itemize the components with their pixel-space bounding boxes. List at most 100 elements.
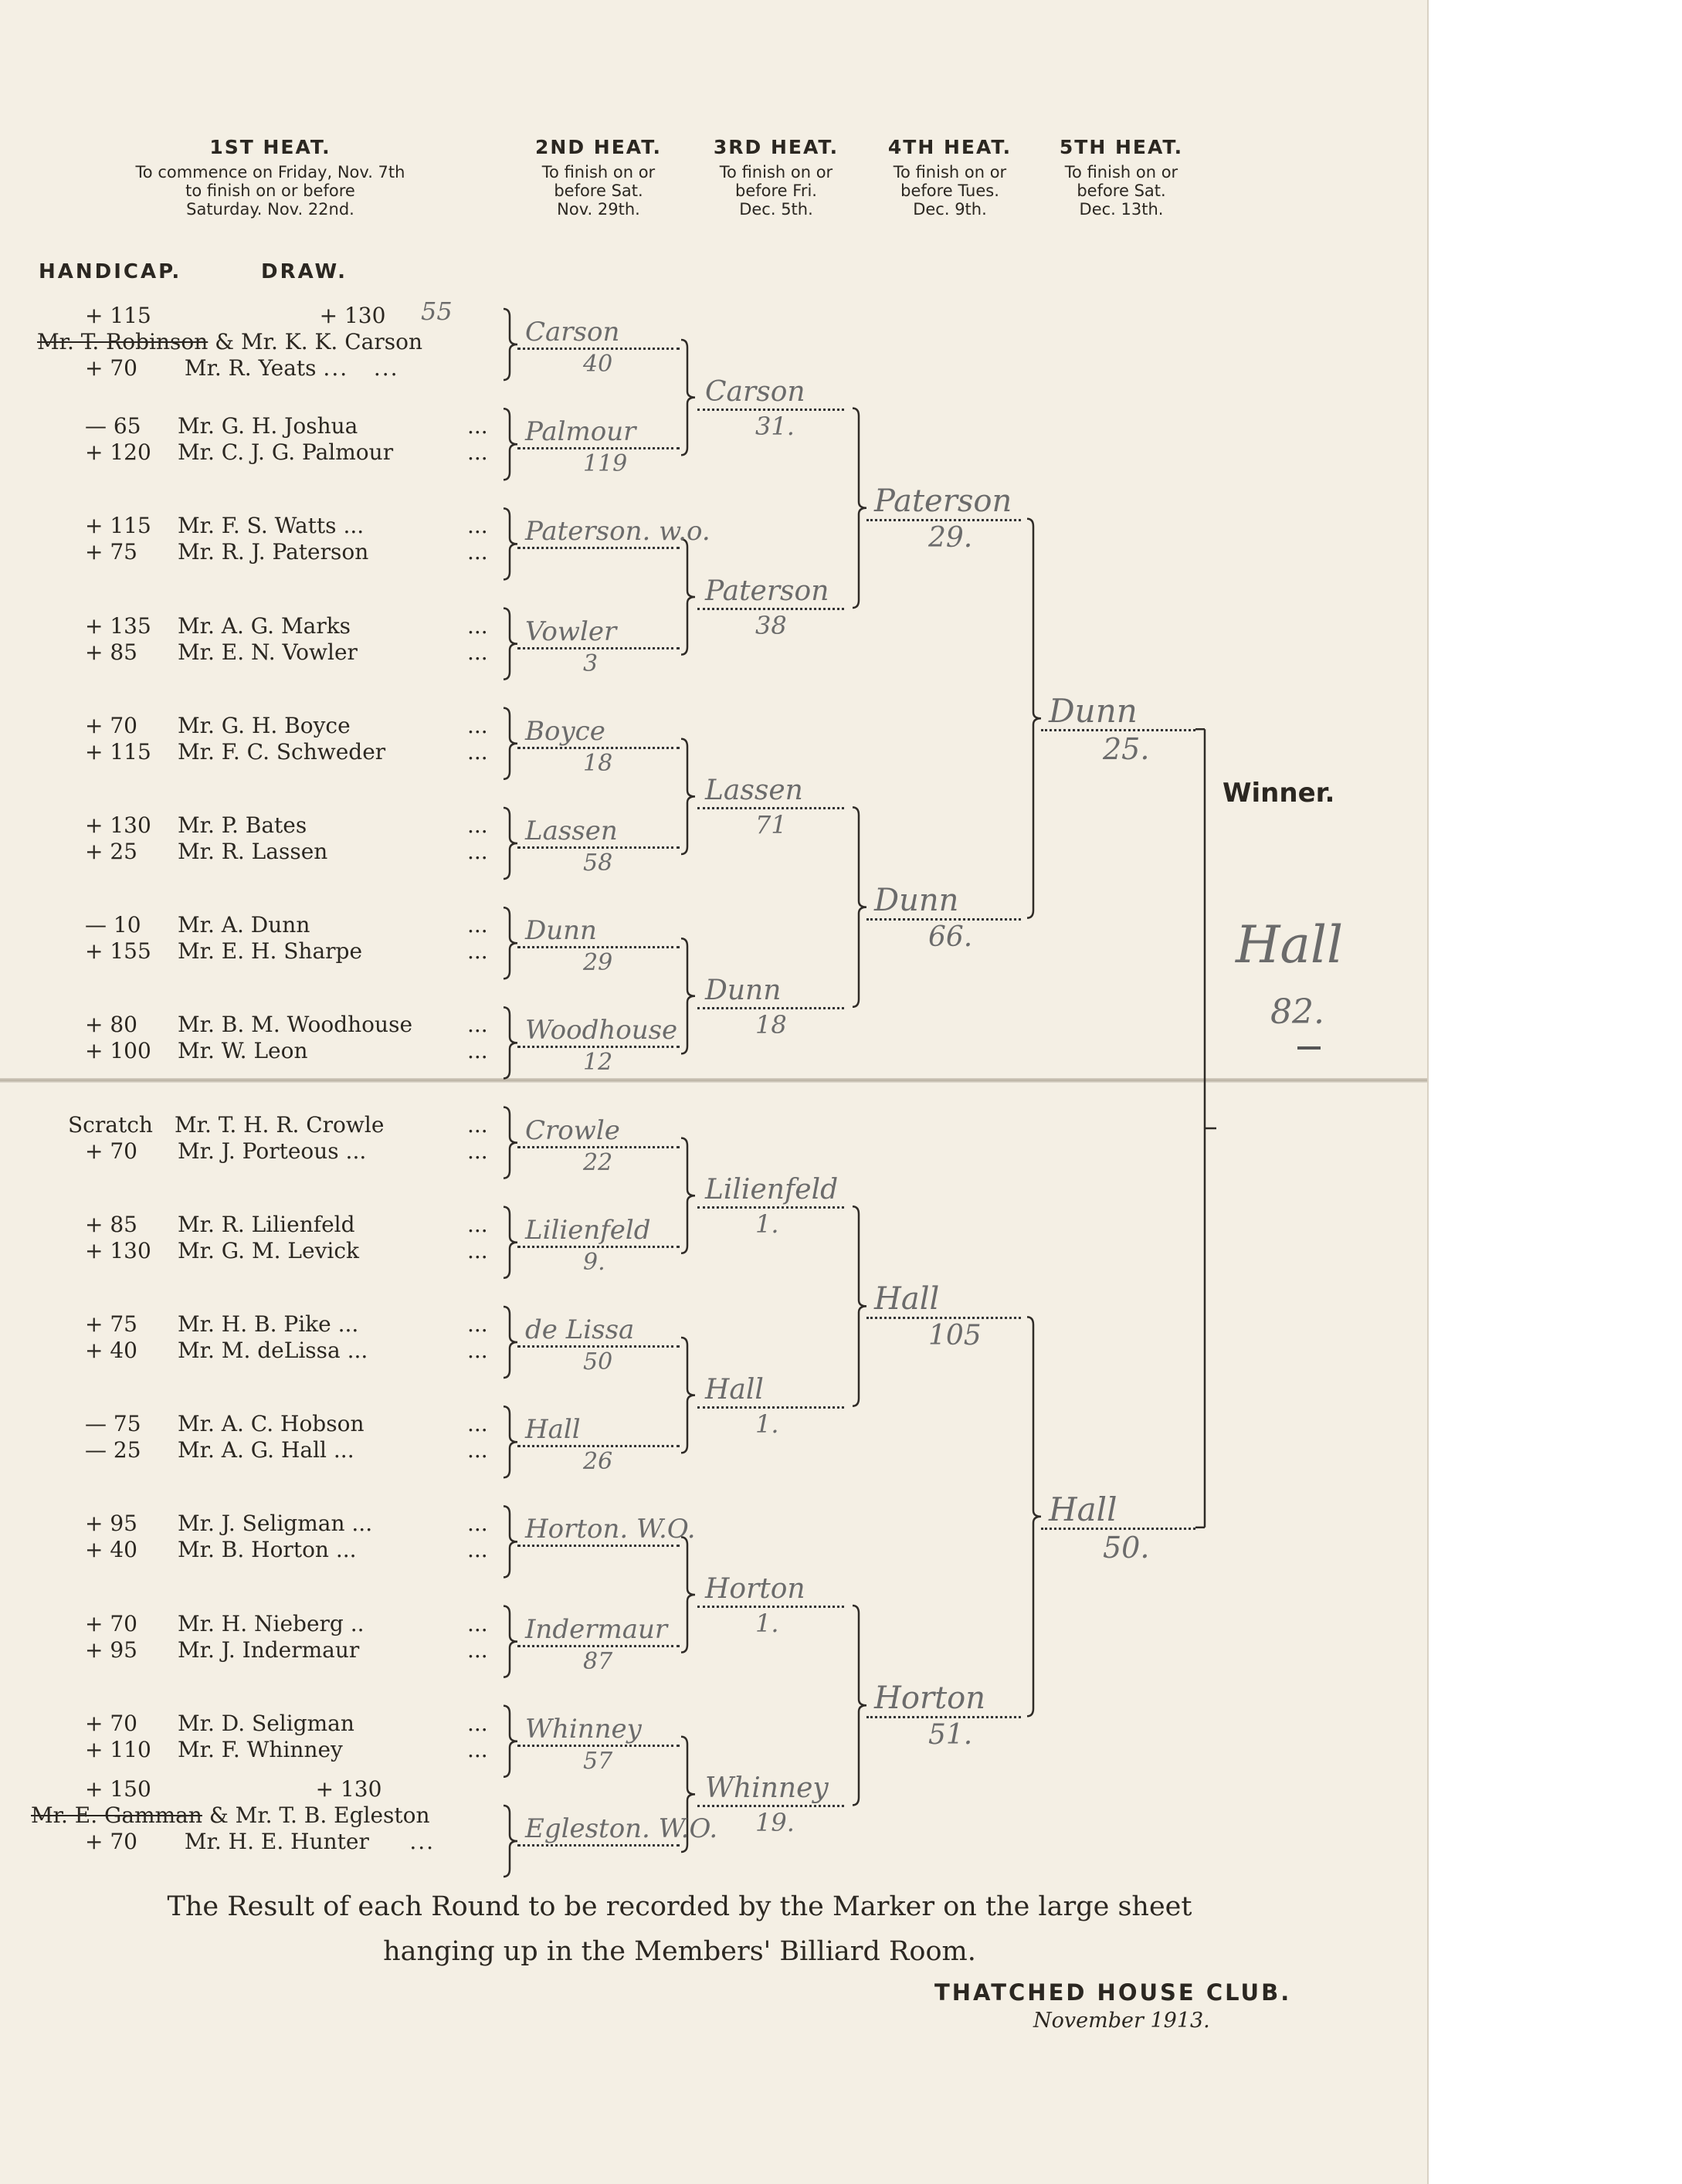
result-dotted-line [517, 1245, 680, 1248]
handicap-substitute: + 130 [319, 303, 386, 328]
handicap: — 65 [85, 413, 141, 439]
result-dotted-line [517, 846, 680, 849]
bracket-brace [680, 338, 696, 456]
result-name: Crowle [525, 1114, 620, 1146]
heat-1-header: 1ST HEAT. To commence on Friday, Nov. 7t… [77, 136, 463, 219]
issue-date: November 1913. [1033, 2009, 1210, 2033]
result-name: Horton [705, 1573, 805, 1605]
handicap: — 75 [85, 1411, 141, 1437]
leader-dots: ... [467, 413, 488, 439]
pair-16-bottom-entry: + 70 Mr. H. E. Hunter ... [85, 1829, 436, 1854]
result-score: 58 [583, 850, 613, 877]
bracket-brace [503, 1106, 518, 1179]
handicap: + 70 [85, 712, 137, 738]
leader-dots: ... [467, 812, 488, 838]
result-score: 9. [583, 1248, 605, 1276]
result-name: Whinney [705, 1772, 829, 1805]
result-score: 87 [583, 1647, 613, 1675]
leader-dots: ... [467, 1610, 488, 1636]
leader-dots: ... [467, 1038, 488, 1064]
footer-line-2: hanging up in the Members' Billiard Room… [383, 1936, 976, 1967]
result-score: 26 [583, 1448, 613, 1476]
pair-16-names: Mr. E. Gamman & Mr. T. B. Egleston [31, 1802, 430, 1829]
substitute-player: & Mr. K. K. Carson [215, 329, 422, 354]
leader-dots: ... [467, 1237, 488, 1263]
result-score: 3 [583, 649, 599, 677]
bracket-brace [680, 1137, 696, 1255]
handicap: + 80 [85, 1012, 137, 1038]
result-score: 51. [928, 1719, 973, 1752]
leader-dots: ... [467, 912, 488, 938]
player-name: Mr. F. Whinney [178, 1736, 343, 1762]
result-score: 18 [583, 749, 613, 777]
player-name: Mr. A. Dunn [178, 912, 310, 938]
result-dotted-line [517, 1844, 680, 1847]
result-score: 31. [755, 411, 795, 441]
handicap: + 25 [85, 839, 137, 864]
result-name: Lassen [705, 775, 803, 807]
player-name: Mr. G. H. Joshua [178, 413, 358, 439]
result-dotted-line [697, 1206, 844, 1209]
result-dotted-line [866, 917, 1021, 921]
bracket-lines [503, 307, 1216, 1878]
result-name: Lassen [525, 816, 618, 846]
club-name: THATCHED HOUSE CLUB. [934, 1979, 1292, 2006]
result-dotted-line [517, 1545, 680, 1548]
result-dotted-line [517, 1445, 680, 1448]
bracket-brace [680, 1735, 696, 1853]
heat-2-dates: To finish on or before Sat. Nov. 29th. [541, 163, 656, 219]
heat-2-header: 2ND HEAT. To finish on or before Sat. No… [514, 136, 683, 219]
winner-score-underline [1297, 1046, 1321, 1050]
result-score: 19. [755, 1808, 795, 1838]
heat-4-dates: To finish on or before Tues. Dec. 9th. [893, 163, 1007, 219]
result-score: 71 [755, 810, 787, 840]
heat-3-header: 3RD HEAT. To finish on or before Fri. De… [691, 136, 861, 219]
bracket-brace [680, 1536, 696, 1653]
result-dotted-line [517, 1744, 680, 1747]
leader-dots: ... [467, 1511, 488, 1537]
leader-dots: ... [467, 1311, 488, 1337]
bracket-brace [1026, 1316, 1042, 1718]
result-name: Paterson [874, 483, 1012, 519]
result-dotted-line [517, 646, 680, 649]
handicap-struck: + 150 [85, 1776, 151, 1802]
result-dotted-line [517, 1145, 680, 1148]
leader-dots: ... [467, 439, 488, 466]
leader-dots: ... [467, 1636, 488, 1663]
handicap: + 95 [85, 1511, 137, 1537]
handicap: + 75 [85, 1311, 137, 1337]
result-dotted-line [697, 608, 844, 610]
player-name: Mr. F. C. Schweder [178, 738, 386, 765]
handicap: + 120 [85, 439, 151, 466]
player-name: Mr. B. Horton ... [178, 1537, 357, 1563]
result-dotted-line [866, 1317, 1021, 1320]
pair-1-names: Mr. T. Robinson & Mr. K. K. Carson [37, 329, 422, 355]
bracket-brace [503, 1206, 518, 1280]
result-dotted-line [697, 408, 844, 411]
leader-dots: ... [467, 1138, 488, 1164]
leader-dots: ... [467, 1437, 488, 1463]
pair-1-bottom-entry: + 70 Mr. R. Yeats ... ... [85, 355, 399, 381]
leader-dots: ... [467, 1736, 488, 1762]
bracket-brace [503, 1605, 518, 1678]
bracket-brace [680, 538, 696, 656]
result-dotted-line [697, 1006, 844, 1009]
handicap: + 70 [85, 1138, 137, 1164]
result-dotted-line [1041, 729, 1195, 732]
player-name: Mr. C. J. G. Palmour [178, 439, 394, 466]
handicap: + 100 [85, 1038, 151, 1064]
result-score: 12 [583, 1049, 613, 1077]
player-name: Mr. P. Bates [178, 812, 307, 838]
footer-note: The Result of each Round to be recorded … [77, 1884, 1282, 1974]
result-name: Indermaur [525, 1613, 668, 1645]
result-score: 40 [583, 351, 613, 378]
